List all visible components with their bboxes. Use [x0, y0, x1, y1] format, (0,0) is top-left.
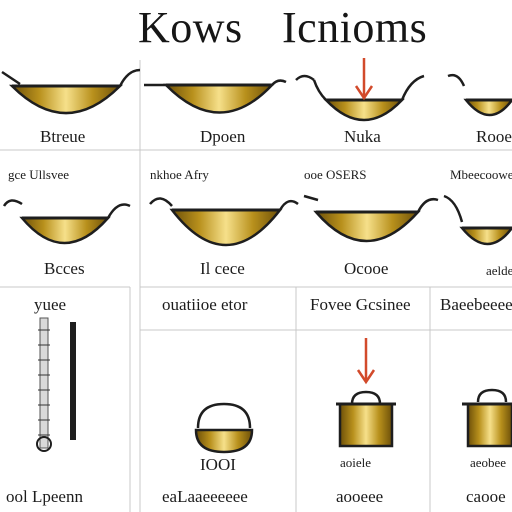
- row2-label: aeldewe: [486, 263, 512, 278]
- section-heading: yuee: [34, 295, 67, 314]
- pan-icon: [144, 79, 287, 114]
- pot-icon: [336, 390, 396, 448]
- row1-caption: ooe OSERS: [304, 167, 367, 182]
- pot-icon: [462, 388, 512, 448]
- row4-caption: aooeee: [336, 487, 384, 506]
- section-heading: Baeebeeee: [440, 295, 512, 314]
- row4-label: aoiele: [340, 455, 372, 470]
- row4-caption: caooe: [466, 487, 506, 506]
- row1-label: Dpoen: [200, 127, 246, 146]
- arrow-down-icon: [354, 58, 374, 101]
- row2-label: Il cece: [200, 259, 245, 278]
- left-footer: ool Lpeenn: [6, 487, 83, 506]
- wok-icon: [149, 197, 299, 247]
- pan-icon: [443, 194, 512, 246]
- row4-caption: eaLaaeeeeee: [162, 487, 248, 506]
- row1-caption: Mbeecoowe: [450, 167, 512, 182]
- row2-label: Ocooe: [344, 259, 389, 278]
- row1-caption: nkhoe Afry: [150, 167, 209, 182]
- section-heading: ouatiioe etor: [162, 295, 248, 314]
- pot-icon: [303, 194, 439, 243]
- title-right: Icnioms: [282, 3, 428, 52]
- arrow-down-icon: [356, 338, 376, 385]
- section-heading: Fovee Gcsinee: [310, 295, 411, 314]
- pot-icon: [194, 402, 254, 454]
- ruler-icon: [36, 317, 76, 452]
- row1-label: Btreue: [40, 127, 86, 146]
- title-left: Kows: [138, 3, 243, 52]
- wok-icon: [2, 199, 131, 245]
- pan-icon: [447, 73, 512, 117]
- row1-caption: gce Ullsvee: [8, 167, 70, 182]
- grid-lines: [0, 60, 512, 512]
- row4-label: IOOI: [200, 455, 236, 474]
- row2-label: Bcces: [44, 259, 85, 278]
- row4-label: aeobee: [470, 455, 507, 470]
- wok-icon: [1, 68, 141, 115]
- wok-icon: [295, 74, 425, 122]
- row1-label: Nuka: [344, 127, 381, 146]
- row1-label: Rooe: [476, 127, 512, 146]
